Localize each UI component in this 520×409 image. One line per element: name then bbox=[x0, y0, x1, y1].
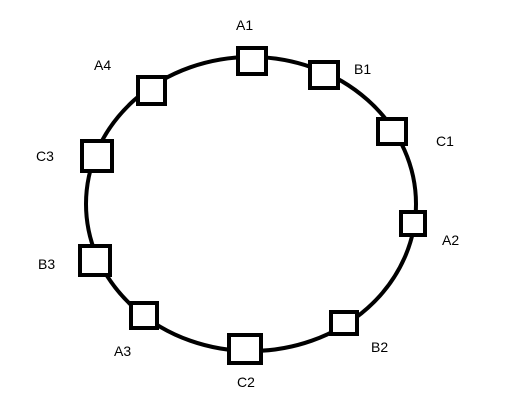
node-B1-square bbox=[308, 60, 340, 90]
node-C1-square bbox=[376, 117, 408, 146]
node-B2-square bbox=[329, 310, 359, 336]
node-B3-label: B3 bbox=[38, 256, 55, 272]
node-A2-square bbox=[399, 210, 427, 237]
node-A3-square bbox=[129, 301, 159, 330]
node-C1-label: C1 bbox=[436, 133, 454, 149]
node-A1-label: A1 bbox=[236, 17, 253, 33]
node-B3-square bbox=[78, 244, 112, 277]
node-C2-label: C2 bbox=[237, 374, 255, 390]
node-B2-label: B2 bbox=[371, 339, 388, 355]
node-A4-square bbox=[136, 75, 167, 106]
node-B1-label: B1 bbox=[354, 61, 371, 77]
node-A1-square bbox=[236, 46, 268, 76]
node-A2-label: A2 bbox=[442, 232, 459, 248]
node-C2-square bbox=[227, 333, 263, 365]
node-A4-label: A4 bbox=[94, 57, 111, 73]
node-C3-label: C3 bbox=[36, 148, 54, 164]
node-A3-label: A3 bbox=[114, 343, 131, 359]
node-C3-square bbox=[80, 139, 114, 173]
